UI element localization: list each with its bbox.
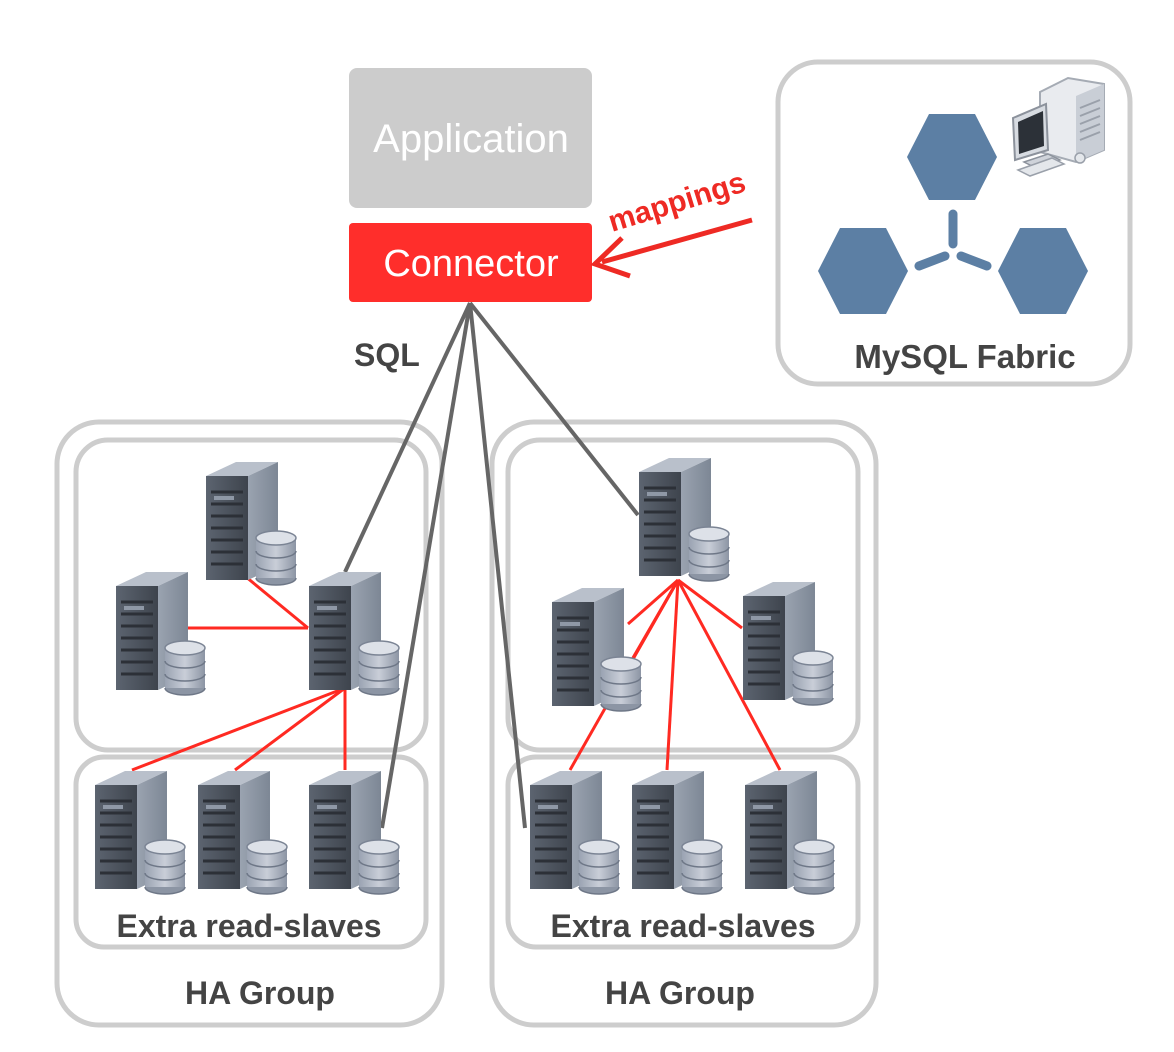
- ha-group-right: [489, 419, 879, 1028]
- sql-label: SQL: [354, 337, 420, 373]
- hexagon-icon: [907, 114, 997, 200]
- server-icon: [743, 769, 835, 895]
- server-icon: [630, 769, 723, 895]
- slaves-label-left: Extra read-slaves: [116, 908, 381, 944]
- application-label: Application: [373, 117, 569, 161]
- connector-label: Connector: [383, 243, 559, 285]
- sql-lines: [343, 301, 640, 829]
- mappings-arrow: mappings: [590, 166, 753, 279]
- fabric-connector-icon: [914, 209, 992, 271]
- ha-group-left: [54, 419, 445, 1028]
- mysql-fabric-box: [775, 59, 1133, 387]
- slaves-label-right: Extra read-slaves: [550, 908, 815, 944]
- server-icon: [550, 586, 642, 712]
- hexagon-icon: [998, 228, 1088, 314]
- server-icon: [307, 769, 400, 895]
- replication-lines: [131, 570, 782, 772]
- server-icon: [93, 769, 186, 895]
- server-icon: [204, 460, 297, 586]
- server-icon: [528, 769, 620, 895]
- ha-group-label-left: HA Group: [185, 975, 335, 1011]
- server-icon: [196, 769, 288, 895]
- fabric-label: MySQL Fabric: [854, 338, 1075, 375]
- application-box: Application: [349, 68, 592, 208]
- server-icon: [114, 570, 206, 696]
- hexagon-icon: [818, 228, 908, 314]
- connector-box: Connector: [349, 223, 592, 302]
- server-icon: [637, 456, 730, 582]
- ha-group-label-right: HA Group: [605, 975, 755, 1011]
- workstation-icon: [1011, 76, 1105, 177]
- server-icon: [741, 580, 834, 706]
- server-icon: [307, 570, 400, 696]
